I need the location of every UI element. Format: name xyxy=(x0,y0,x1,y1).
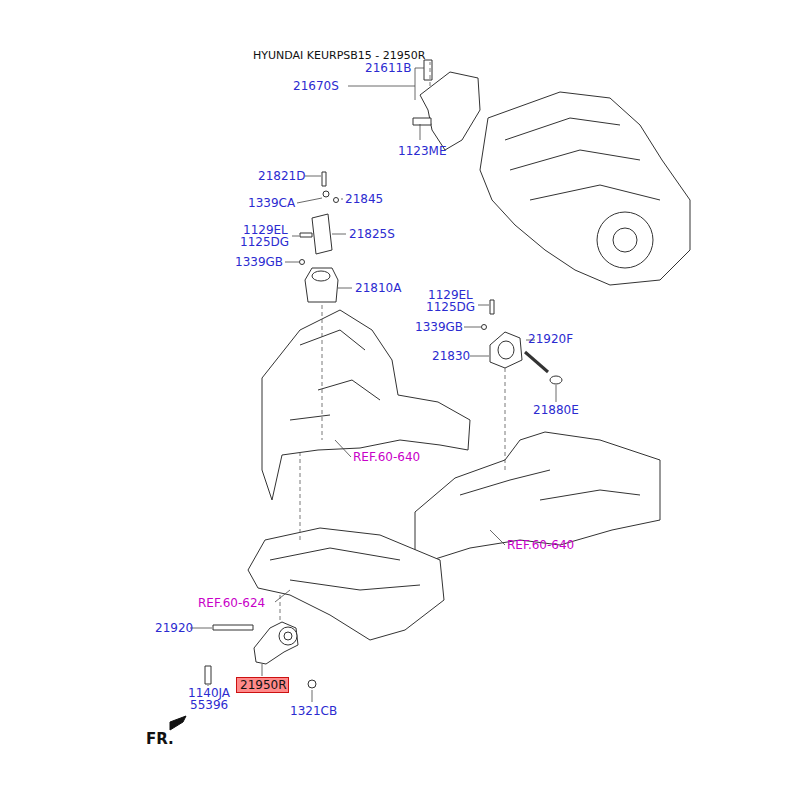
part-number: 21920F xyxy=(528,333,573,346)
diagram-title: HYUNDAI KEURPSB15 - 21950R xyxy=(253,50,425,62)
reference-label: REF.60-640 xyxy=(353,451,420,464)
reference-label: REF.60-624 xyxy=(198,597,265,610)
part-number: 21821D xyxy=(258,170,305,183)
part-number: 21611B xyxy=(365,62,411,75)
part-number: 55396 xyxy=(190,699,228,712)
part-number: 21810A xyxy=(355,282,401,295)
reference-label: REF.60-640 xyxy=(507,539,574,552)
part-number: 1125DG xyxy=(426,301,475,314)
part-number: 1339GB xyxy=(235,256,283,269)
part-number: 21845 xyxy=(345,193,383,206)
part-number: 21880E xyxy=(533,404,579,417)
part-number: 21670S xyxy=(293,80,339,93)
part-number: 1339CA xyxy=(248,197,295,210)
part-number: 1339GB xyxy=(415,321,463,334)
part-number: 21830 xyxy=(432,350,470,363)
direction-label: FR. xyxy=(146,731,174,747)
part-number: 21825S xyxy=(349,228,395,241)
part-number: 1125DG xyxy=(240,236,289,249)
part-number: 21920 xyxy=(155,622,193,635)
part-number: 21950R xyxy=(240,679,288,692)
part-number: 1123ME xyxy=(398,145,446,158)
part-number: 1321CB xyxy=(290,705,337,718)
direction-arrow xyxy=(170,716,186,730)
highlighted-part-box: 21950R xyxy=(236,677,289,693)
